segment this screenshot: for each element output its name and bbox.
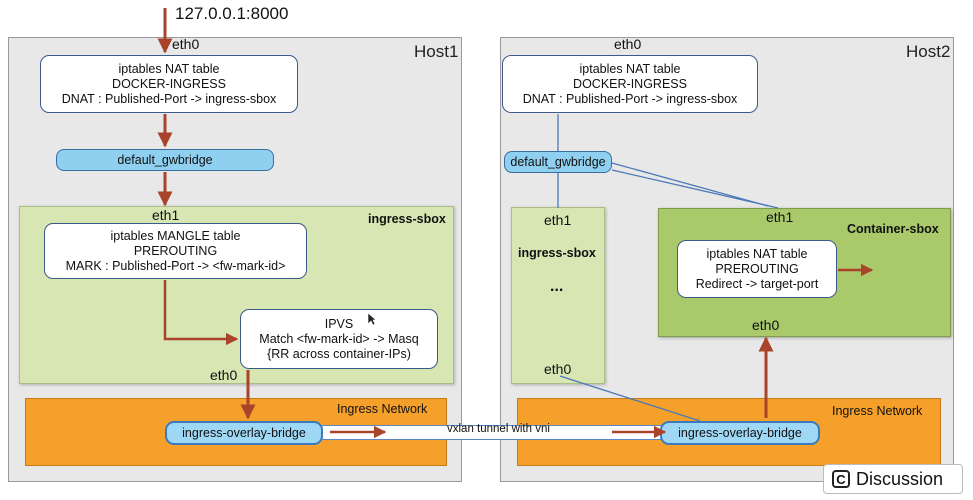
host1-eth1: eth1: [152, 207, 180, 223]
host2-ingress-sbox-eth1: eth1: [544, 212, 572, 228]
nat-line: DOCKER-INGRESS: [112, 76, 226, 91]
host1-ingress-overlay-bridge: ingress-overlay-bridge: [165, 421, 323, 445]
host1-nat-table-box: iptables NAT table DOCKER-INGRESS DNAT :…: [40, 55, 298, 113]
host2-container-nat-box: iptables NAT table PREROUTING Redirect -…: [677, 240, 837, 298]
container-nat-line: Redirect -> target-port: [695, 276, 819, 291]
host1-title: Host1: [414, 42, 459, 61]
host2-container-sbox-eth1: eth1: [766, 209, 794, 225]
host2-nat-table-box: iptables NAT table DOCKER-INGRESS DNAT :…: [502, 55, 758, 113]
host1-eth0-bottom: eth0: [210, 367, 238, 383]
host2-eth0-top: eth0: [614, 36, 642, 52]
ipvs-line: IPVS: [324, 316, 354, 331]
host2-container-sbox-eth0: eth0: [752, 317, 780, 333]
host2-ingress-sbox-eth0: eth0: [544, 361, 572, 377]
host2-ingress-sbox: [511, 207, 605, 384]
discussion-label: Discussion: [856, 468, 944, 489]
container-nat-line: iptables NAT table: [706, 246, 808, 261]
mangle-line: iptables MANGLE table: [110, 228, 241, 243]
nat-line: iptables NAT table: [118, 61, 220, 76]
mangle-line: PREROUTING: [133, 243, 218, 258]
host1-default-gwbridge: default_gwbridge: [56, 149, 274, 171]
host2-ingress-sbox-title: ingress-sbox: [518, 246, 596, 260]
host2-title: Host2: [906, 42, 951, 61]
host1-ipvs-box: IPVS Match <fw-mark-id> -> Masq {RR acro…: [240, 309, 438, 369]
host2-default-gwbridge: default_gwbridge: [504, 151, 612, 173]
nat-line: DNAT : Published-Port -> ingress-sbox: [522, 91, 738, 106]
mouse-cursor-icon: [367, 312, 377, 326]
host2-ingress-overlay-bridge: ingress-overlay-bridge: [660, 421, 820, 445]
host1-mangle-table-box: iptables MANGLE table PREROUTING MARK : …: [44, 223, 307, 279]
host1-eth0-top: eth0: [172, 36, 200, 52]
host1-ingress-network-label: Ingress Network: [337, 402, 428, 416]
nat-line: DOCKER-INGRESS: [573, 76, 687, 91]
host2-container-sbox-title: Container-sbox: [847, 222, 939, 236]
ipvs-line: {RR across container-IPs): [267, 346, 411, 361]
nat-line: DNAT : Published-Port -> ingress-sbox: [61, 91, 277, 106]
vxlan-tunnel-label: vxlan tunnel with vni: [447, 423, 550, 435]
copyright-c-icon: C: [832, 470, 850, 488]
discussion-badge[interactable]: C Discussion: [823, 464, 963, 494]
nat-line: iptables NAT table: [579, 61, 681, 76]
mangle-line: MARK : Published-Port -> <fw-mark-id>: [65, 258, 286, 273]
host1-ingress-sbox-title: ingress-sbox: [368, 212, 446, 226]
container-nat-line: PREROUTING: [715, 261, 799, 276]
host2-ingress-sbox-dots: ...: [550, 278, 564, 295]
url-label: 127.0.0.1:8000: [175, 4, 289, 23]
host2-ingress-network-label: Ingress Network: [832, 404, 923, 418]
ipvs-line: Match <fw-mark-id> -> Masq: [259, 331, 419, 346]
